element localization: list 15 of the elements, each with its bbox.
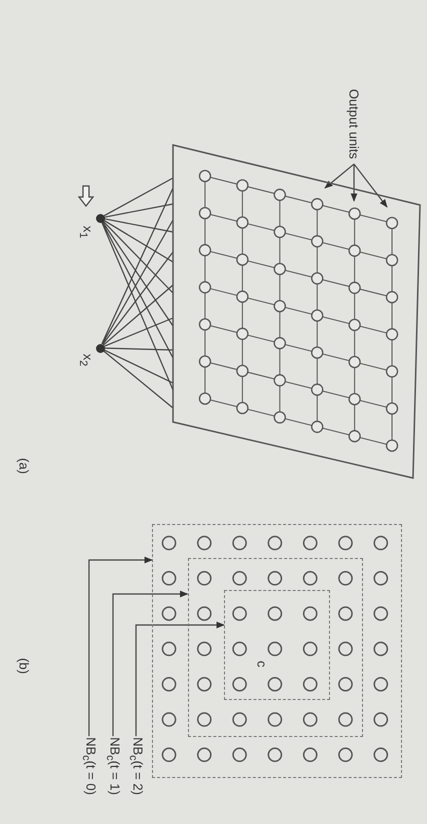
leader-arrow: [354, 164, 388, 208]
leader-arrow: [350, 164, 358, 202]
panel-label: (b): [18, 658, 30, 674]
center-label: c: [256, 660, 268, 668]
input-node-dot: [96, 214, 104, 222]
leader-arrow: [112, 590, 188, 736]
leader-arrow: [324, 164, 354, 189]
neighborhood-dashed-box: [152, 524, 402, 778]
neighborhood-dashed-box: [188, 558, 362, 736]
input-node-dot: [96, 344, 104, 352]
neighborhood-dashed-box: [224, 590, 330, 700]
panel-label: (a): [18, 458, 30, 474]
leader-arrow: [135, 622, 225, 736]
output-units-label: Output units: [348, 88, 360, 160]
leader-arrow: [88, 556, 153, 736]
